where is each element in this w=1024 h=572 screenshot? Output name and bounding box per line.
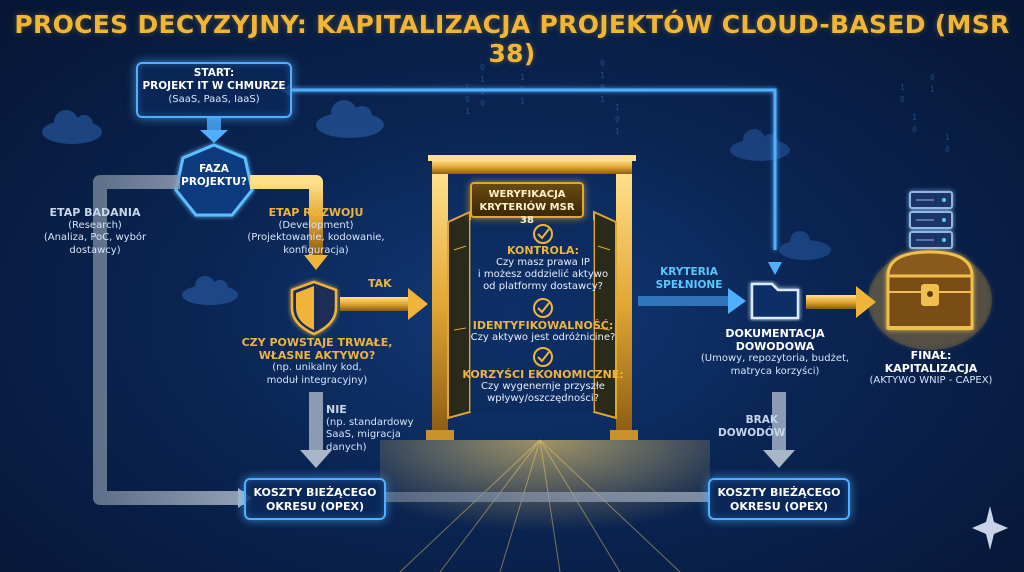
sparkle-icon: [972, 506, 1008, 550]
svg-text:0: 0: [465, 95, 470, 104]
svg-text:1: 1: [465, 107, 470, 116]
svg-text:1: 1: [480, 75, 485, 84]
no-arrow: [309, 392, 323, 452]
svg-text:0: 0: [480, 99, 485, 108]
criterion-control: KONTROLA: Czy masz prawa IP i możesz odd…: [477, 244, 609, 293]
svg-text:0: 0: [615, 115, 620, 124]
start-examples: (SaaS, PaaS, IaaS): [168, 94, 260, 105]
gate-title: WERYFIKACJA KRYTERIÓW MSR 38: [470, 182, 584, 226]
shield-icon: [290, 280, 338, 336]
cloud-icon: [316, 100, 384, 138]
development-stage-label: ETAP ROZWOJU (Development) (Projektowani…: [247, 206, 385, 256]
svg-text:0: 0: [480, 63, 485, 72]
svg-text:1: 1: [600, 95, 605, 104]
documentation-label: DOKUMENTACJA DOWODOWA (Umowy, repozytori…: [700, 327, 850, 377]
cloud-icon: [42, 110, 102, 144]
svg-text:1: 1: [930, 85, 935, 94]
svg-text:1: 1: [615, 127, 620, 136]
opex-box-left: KOSZTY BIEŻĄCEGO OKRESU (OPEX): [244, 478, 386, 520]
cloud-icon: [730, 129, 790, 161]
cloud-icon: [779, 231, 831, 260]
svg-text:1: 1: [520, 73, 525, 82]
svg-text:0: 0: [600, 83, 605, 92]
arrowhead-icon: [768, 262, 782, 275]
no-evidence-arrow: [772, 392, 786, 452]
hexagon-decision-icon: [174, 143, 254, 217]
criterion-identifiability: IDENTYFIKOWALNOŚĆ: Czy aktywo jest odróż…: [470, 319, 616, 344]
floor-glow: [380, 440, 710, 572]
feedback-loop-line: [292, 88, 777, 250]
svg-text:0: 0: [600, 59, 605, 68]
yes-arrow: [340, 297, 410, 311]
svg-text:1: 1: [600, 71, 605, 80]
svg-text:1: 1: [945, 133, 950, 142]
treasure-chest-icon: [868, 250, 992, 350]
criteria-met-path: [638, 296, 730, 306]
phase-decision-label: FAZA PROJEKTU?: [181, 163, 247, 188]
svg-text:0: 0: [945, 145, 950, 154]
start-label: START:: [193, 67, 235, 79]
cloud-icon: [182, 276, 238, 305]
svg-text:1: 1: [615, 103, 620, 112]
checkmark-icon: [533, 224, 553, 244]
final-capitalization-label: FINAŁ: KAPITALIZACJA (AKTYWO WNIP - CAPE…: [869, 349, 993, 386]
checkmark-icon: [533, 298, 553, 318]
svg-text:1: 1: [912, 113, 917, 122]
no-evidence-label: BRAK DOWODÓW: [718, 414, 786, 439]
yes-label: TAK: [368, 277, 392, 290]
svg-text:1: 1: [465, 83, 470, 92]
research-stage-label: ETAP BADANIA (Research) (Analiza, PoC, w…: [43, 206, 147, 256]
svg-text:1: 1: [520, 97, 525, 106]
svg-text:0: 0: [900, 95, 905, 104]
svg-text:0: 0: [930, 73, 935, 82]
server-icon: [909, 191, 953, 249]
bottom-grey-path: [386, 492, 708, 502]
start-project-label: PROJEKT IT W CHMURZE: [142, 80, 286, 92]
folder-icon: [750, 282, 800, 320]
development-path: [250, 175, 323, 255]
svg-text:1: 1: [900, 83, 905, 92]
floor-rays: [399, 439, 681, 572]
research-path: [93, 175, 244, 505]
asset-question: CZY POWSTAJE TRWAŁE, WŁASNE AKTYWO? (np.…: [241, 336, 393, 386]
gate-frame: [426, 155, 638, 440]
page-title: PROCES DECYZYJNY: KAPITALIZACJA PROJEKTÓ…: [14, 10, 1010, 68]
criteria-met-label: KRYTERIA SPEŁNIONE: [655, 266, 723, 291]
no-branch-label: NIE (np. standardowy SaaS, migracja dany…: [326, 403, 414, 453]
arrowhead-icon: [304, 255, 328, 270]
checkmark-icon: [533, 347, 553, 367]
start-box: START: PROJEKT IT W CHMURZE (SaaS, PaaS,…: [136, 62, 292, 118]
opex-box-right: KOSZTY BIEŻĄCEGO OKRESU (OPEX): [708, 478, 850, 520]
arrowhead-icon: [200, 130, 228, 143]
svg-text:0: 0: [912, 125, 917, 134]
capitalization-path: [806, 295, 858, 309]
criterion-economic-benefits: KORZYŚCI EKONOMICZNE: Czy wygenernje prz…: [462, 368, 624, 405]
